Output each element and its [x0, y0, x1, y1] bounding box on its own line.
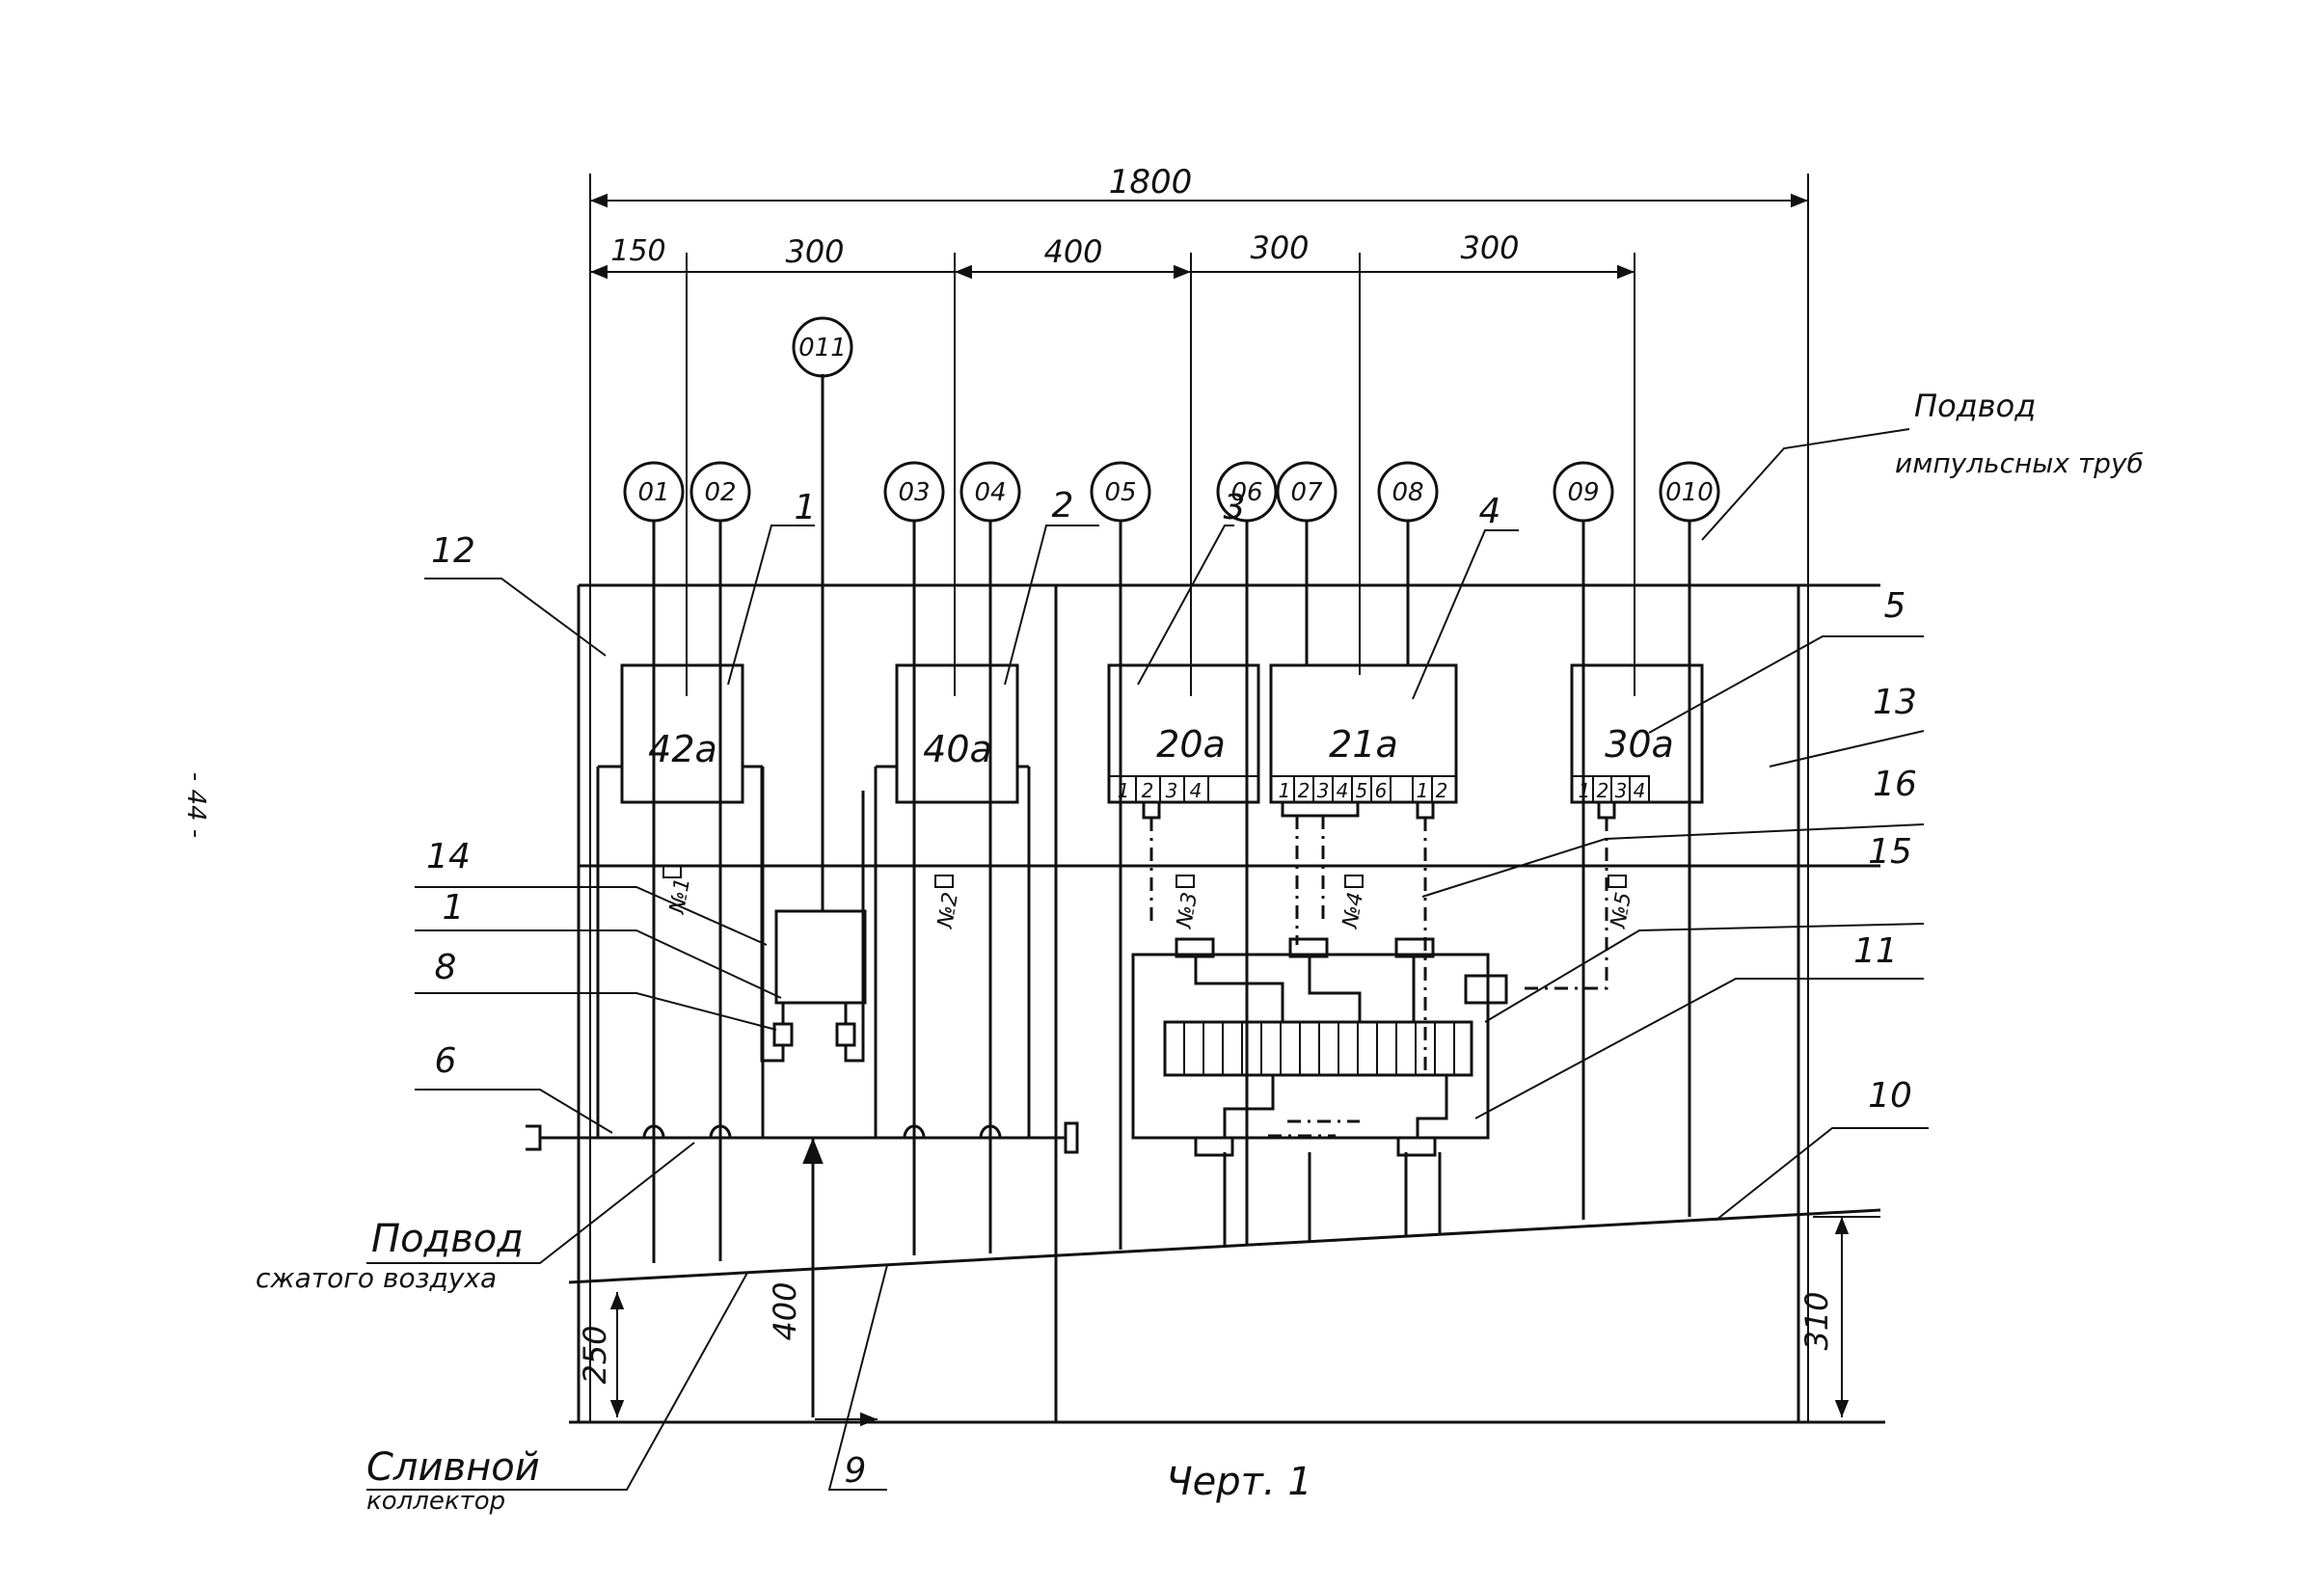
- svg-text:3: 3: [1166, 779, 1178, 802]
- callout-2: 2: [1052, 486, 1074, 525]
- dim-left-height: 250: [577, 1325, 613, 1384]
- callout-13: 13: [1873, 683, 1917, 722]
- note-air-bottom: сжатого воздуха: [256, 1262, 497, 1294]
- callout-4: 4: [1479, 492, 1501, 531]
- callout-9: 9: [845, 1451, 867, 1491]
- svg-text:2: 2: [1142, 779, 1154, 802]
- circle-label-08: 08: [1392, 478, 1423, 507]
- terminals-20a: 1 2 3 4: [1118, 776, 1209, 802]
- instrument-circles: [623, 316, 1720, 545]
- svg-text:2: 2: [1597, 779, 1609, 802]
- callout-6: 6: [435, 1041, 457, 1081]
- svg-text:4: 4: [1337, 779, 1349, 802]
- tag-4: №4: [1338, 891, 1368, 931]
- note-drain-top: Сливной: [366, 1445, 540, 1490]
- svg-text:4: 4: [1190, 779, 1203, 802]
- callout-1-lower: 1: [443, 888, 465, 928]
- dim-seg-4: 300: [1250, 229, 1309, 266]
- svg-text:3: 3: [1317, 779, 1330, 802]
- height-dimensions: [609, 1216, 1880, 1427]
- circle-label-06: 06: [1230, 478, 1262, 507]
- svg-text:2: 2: [1436, 779, 1448, 802]
- tag-1: №1: [665, 876, 695, 917]
- tag-2: №2: [933, 891, 963, 931]
- circle-label-09: 09: [1567, 478, 1599, 507]
- distributor-11: [1131, 937, 1508, 1157]
- circle-label-03: 03: [898, 478, 930, 507]
- circle-label-01: 01: [637, 478, 669, 507]
- callout-3: 3: [1224, 488, 1246, 527]
- note-impulse-bottom: импульсных труб: [1895, 447, 2144, 479]
- circle-label-05: 05: [1104, 478, 1136, 507]
- svg-text:1: 1: [1579, 779, 1591, 802]
- callout-1: 1: [795, 488, 817, 527]
- svg-text:1: 1: [1279, 779, 1291, 802]
- dim-mid-height: 400: [767, 1281, 803, 1340]
- callout-16: 16: [1873, 765, 1917, 804]
- dim-right-height: 310: [1798, 1291, 1835, 1350]
- drain-collector: [568, 1208, 1881, 1284]
- terminals-21a: 1 2 3 4 5 6 1 2: [1279, 776, 1448, 802]
- circle-label-04: 04: [974, 478, 1006, 507]
- regulator-box: [760, 767, 867, 1063]
- device-label-42a: 42а: [648, 728, 717, 770]
- device-label-21a: 21а: [1329, 723, 1398, 766]
- tag-3: №3: [1173, 891, 1203, 931]
- device-42a: [598, 663, 763, 804]
- device-label-30a: 30а: [1605, 723, 1674, 766]
- circle-label-07: 07: [1290, 478, 1323, 507]
- tag-5: №5: [1607, 891, 1636, 931]
- signal-lines: [1149, 816, 1608, 1138]
- connection-plugs: [1142, 800, 1616, 820]
- svg-text:2: 2: [1298, 779, 1311, 802]
- svg-text:1: 1: [1118, 779, 1130, 802]
- dim-seg-2: 300: [785, 233, 844, 270]
- svg-text:6: 6: [1375, 779, 1388, 802]
- dim-seg-1: 150: [610, 234, 665, 268]
- note-drain-bottom: коллектор: [366, 1487, 505, 1516]
- callout-11: 11: [1853, 931, 1898, 971]
- terminals-30a: 1 2 3 4: [1579, 776, 1646, 802]
- tag-icons: [662, 865, 1627, 888]
- callout-8: 8: [435, 948, 457, 987]
- circle-label-011: 011: [798, 334, 847, 363]
- svg-text:4: 4: [1634, 779, 1646, 802]
- device-40a: [876, 663, 1029, 804]
- circle-label-02: 02: [704, 478, 736, 507]
- callout-10: 10: [1868, 1076, 1912, 1116]
- device-label-20a: 20а: [1156, 723, 1226, 766]
- leader-lines: [366, 428, 1929, 1491]
- page-number: - 44 -: [181, 772, 210, 838]
- svg-text:5: 5: [1356, 779, 1368, 802]
- note-impulse-top: Подвод: [1914, 388, 2036, 424]
- dim-seg-3: 400: [1043, 233, 1102, 270]
- svg-text:1: 1: [1417, 779, 1429, 802]
- callout-15: 15: [1868, 832, 1912, 872]
- callout-14: 14: [426, 837, 471, 876]
- dim-seg-5: 300: [1460, 229, 1519, 266]
- circle-label-010: 010: [1665, 478, 1714, 507]
- svg-text:3: 3: [1615, 779, 1628, 802]
- callout-5: 5: [1884, 586, 1906, 626]
- figure-caption: Черт. 1: [1166, 1460, 1312, 1504]
- callout-12: 12: [431, 531, 475, 571]
- device-centre-lines: [686, 253, 1635, 696]
- device-label-40a: 40а: [923, 728, 992, 770]
- note-air-top: Подвод: [371, 1217, 524, 1261]
- device-21a: [1269, 663, 1458, 804]
- dim-total: 1800: [1109, 163, 1193, 202]
